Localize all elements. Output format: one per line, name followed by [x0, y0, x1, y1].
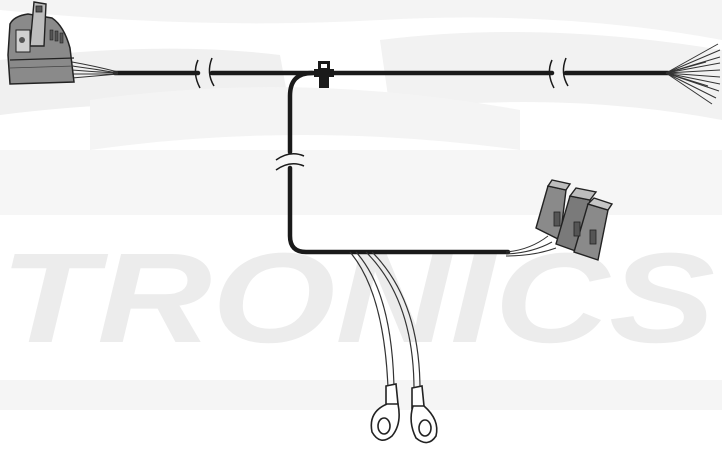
relay-connector-icon: [535, 179, 614, 261]
cable-break-mark: [194, 57, 569, 89]
watermark: TRONICS: [0, 0, 722, 370]
watermark-text: TRONICS: [0, 227, 715, 370]
ring-terminal-icon: [370, 383, 400, 441]
branch-wires: [505, 235, 557, 257]
multi-pin-connector-icon: [7, 1, 119, 85]
cable-break-mark: [275, 153, 305, 171]
open-wire-ends-icon: [665, 43, 721, 105]
ground-wires: [349, 251, 421, 391]
ring-terminal-icon: [410, 385, 438, 444]
branch-cable: [287, 70, 511, 255]
cable-clip-icon: [314, 61, 334, 88]
